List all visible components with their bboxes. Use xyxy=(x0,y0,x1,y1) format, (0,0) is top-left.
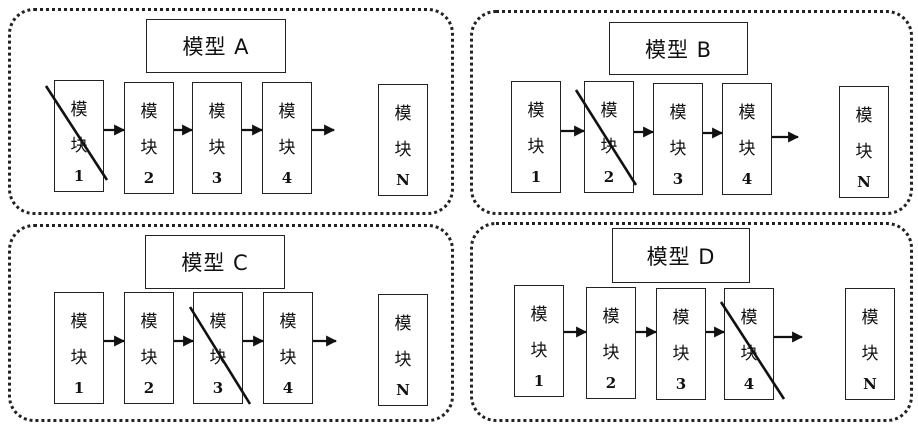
module-box: 模块 1 xyxy=(54,80,104,192)
module-char: 模 xyxy=(740,308,758,328)
module-box: 模块 4 xyxy=(262,82,312,194)
module-box: 模块 3 xyxy=(653,83,703,195)
module-char: 块 xyxy=(140,138,158,158)
module-char: 模 xyxy=(394,104,412,124)
module-char: 模 xyxy=(208,102,226,122)
panel-title: 模型 B xyxy=(609,22,748,75)
module-char: 块 xyxy=(279,348,297,368)
module-number: N xyxy=(863,375,877,393)
module-number: 4 xyxy=(741,170,753,188)
module-char: 模 xyxy=(527,101,545,121)
module-char: 模 xyxy=(394,314,412,334)
module-number: N xyxy=(396,381,410,399)
module-number: 3 xyxy=(675,375,687,393)
module-char: 块 xyxy=(208,138,226,158)
module-number: N xyxy=(857,173,871,191)
module-number: 4 xyxy=(743,375,755,393)
module-number: 2 xyxy=(605,374,617,392)
module-number: 3 xyxy=(211,169,223,187)
module-box: 模块 4 xyxy=(722,83,772,195)
module-char: 模 xyxy=(530,305,548,325)
panel-model-d xyxy=(470,222,913,422)
module-box: 模块 2 xyxy=(584,81,634,193)
module-char: 块 xyxy=(740,344,758,364)
module-box: 模块 4 xyxy=(263,292,313,404)
module-number: 1 xyxy=(73,379,85,397)
module-char: 块 xyxy=(140,348,158,368)
panel-model-a xyxy=(8,8,454,215)
panel-title: 模型 C xyxy=(145,235,285,289)
module-char: 模 xyxy=(140,312,158,332)
module-char: 块 xyxy=(278,138,296,158)
module-char: 块 xyxy=(672,344,690,364)
module-box: 模块 3 xyxy=(192,82,242,194)
module-char: 模 xyxy=(278,102,296,122)
module-box: 模块 3 xyxy=(656,288,706,400)
module-char: 块 xyxy=(527,137,545,157)
module-char: 块 xyxy=(530,341,548,361)
module-char: 块 xyxy=(738,139,756,159)
panel-model-c xyxy=(8,224,454,422)
module-number: 4 xyxy=(281,169,293,187)
module-number: 3 xyxy=(212,379,224,397)
module-number: 3 xyxy=(672,170,684,188)
module-box: 模块 2 xyxy=(124,82,174,194)
module-box: 模块 2 xyxy=(124,292,174,404)
module-number: 4 xyxy=(282,379,294,397)
panel-title: 模型 A xyxy=(146,19,286,73)
module-char: 块 xyxy=(669,139,687,159)
module-char: 块 xyxy=(70,136,88,156)
module-box: 模块 1 xyxy=(511,81,561,193)
module-char: 块 xyxy=(394,350,412,370)
module-char: 模 xyxy=(861,308,879,328)
module-char: 模 xyxy=(209,312,227,332)
module-char: 模 xyxy=(140,102,158,122)
module-char: 模 xyxy=(602,307,620,327)
module-char: 模 xyxy=(600,101,618,121)
module-char: 模 xyxy=(738,103,756,123)
module-char: 模 xyxy=(855,106,873,126)
module-box: 模块 1 xyxy=(54,292,104,404)
module-box: 模块 2 xyxy=(586,287,636,399)
panel-title: 模型 D xyxy=(612,228,750,283)
module-box: 模块 1 xyxy=(514,285,564,397)
module-number: 1 xyxy=(73,167,85,185)
module-char: 块 xyxy=(209,348,227,368)
module-char: 块 xyxy=(855,142,873,162)
module-number: 1 xyxy=(530,168,542,186)
module-char: 模 xyxy=(279,312,297,332)
module-char: 模 xyxy=(669,103,687,123)
module-char: 模 xyxy=(70,312,88,332)
module-box: 模块 3 xyxy=(193,292,243,404)
panel-model-b xyxy=(470,10,913,215)
module-char: 模 xyxy=(672,308,690,328)
module-char: 模 xyxy=(70,100,88,120)
module-number: N xyxy=(396,171,410,189)
module-char: 块 xyxy=(70,348,88,368)
module-char: 块 xyxy=(861,344,879,364)
module-number: 1 xyxy=(533,372,545,390)
module-char: 块 xyxy=(394,140,412,160)
module-number: 2 xyxy=(603,168,615,186)
module-box: 模块 4 xyxy=(724,288,774,400)
module-char: 块 xyxy=(602,343,620,363)
module-number: 2 xyxy=(143,169,155,187)
module-number: 2 xyxy=(143,379,155,397)
module-char: 块 xyxy=(600,137,618,157)
